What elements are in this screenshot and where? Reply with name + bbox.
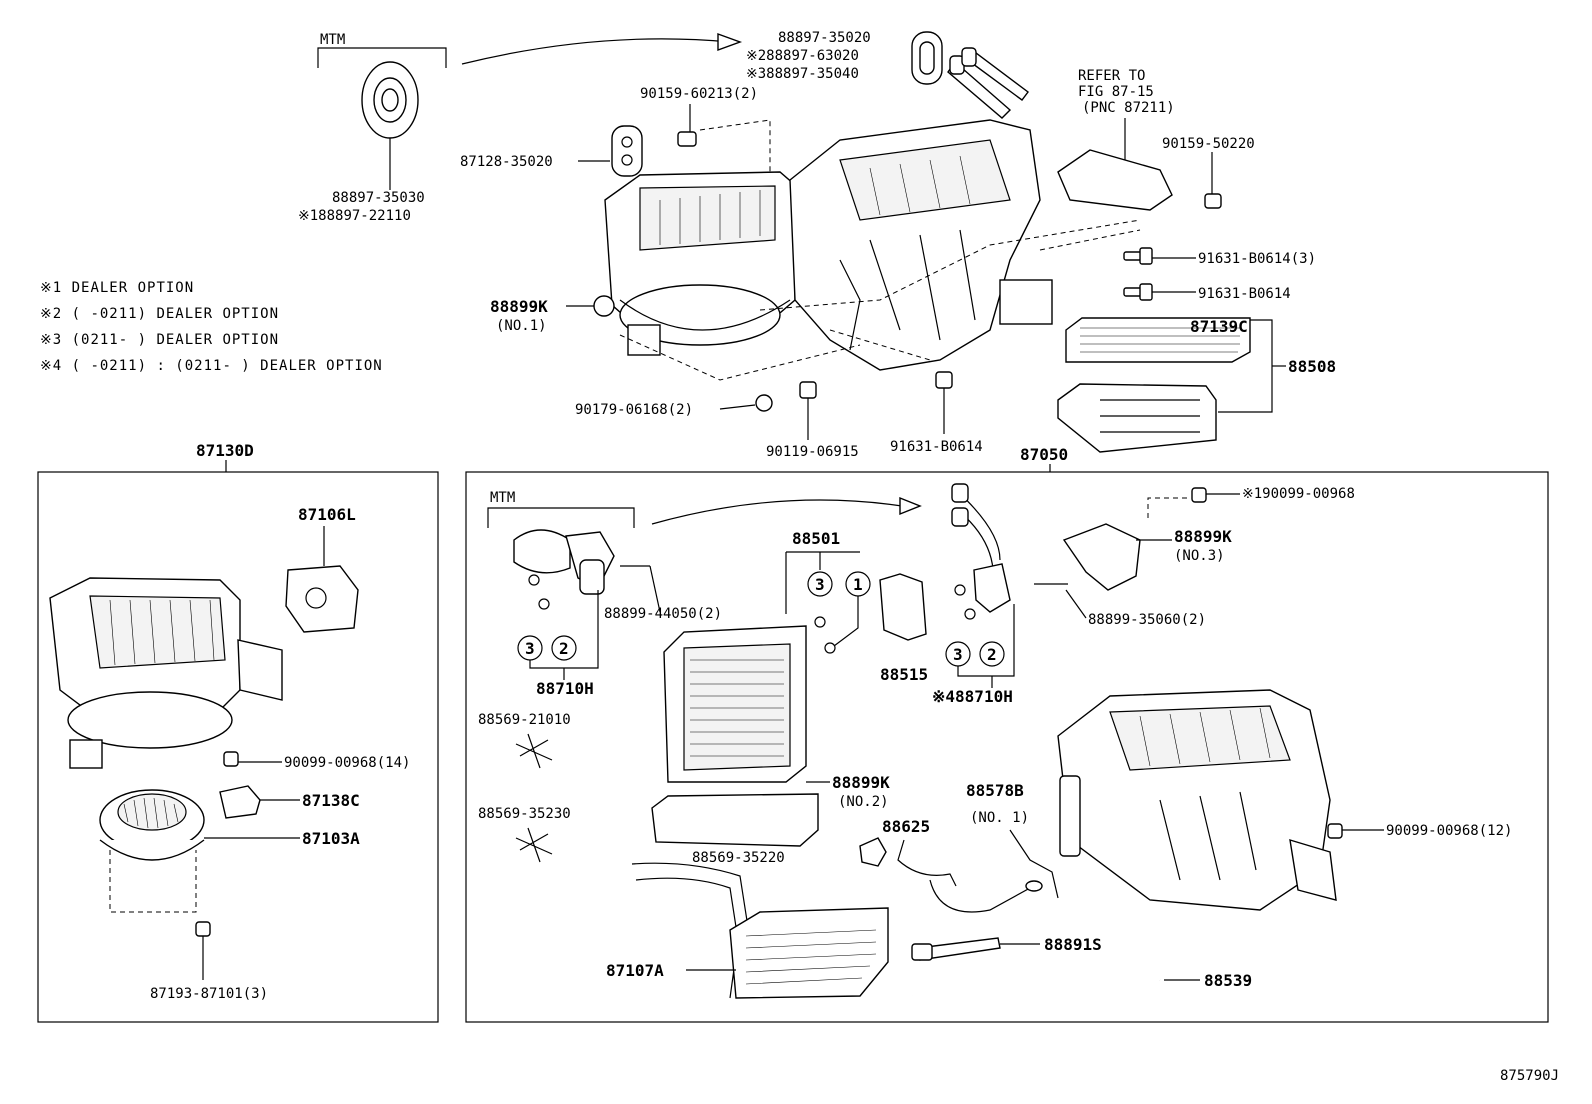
label-screw-b: 91631-B0614 <box>1198 286 1291 302</box>
label-clip-k: 88899K <box>490 297 548 316</box>
label-grommet-1: 88897-35020 <box>778 30 871 46</box>
plug-part: 87128-35020 <box>460 125 643 177</box>
label-screw-a: 91631-B0614(3) <box>1198 251 1316 267</box>
label-thermistor: 88625 <box>882 817 930 836</box>
note-2: ※2 ( -0211) DEALER OPTION <box>40 306 279 322</box>
circle-2-left: 2 <box>559 639 569 658</box>
label-screw-12: 90099-00968(12) <box>1386 823 1512 839</box>
refer-note: REFER TO FIG 87-15 (PNC 87211) <box>1057 68 1175 211</box>
circle-1-mid: 1 <box>853 575 863 594</box>
label-screw-35060: 88899-35060(2) <box>1088 612 1206 628</box>
label-oring-a: 88569-21010 <box>478 712 571 728</box>
circle-3-left: 3 <box>525 639 535 658</box>
label-bolt-b: 90159-50220 <box>1162 136 1255 152</box>
label-clip-k2: 88899K <box>832 773 890 792</box>
note-1: ※1 DEALER OPTION <box>40 280 194 296</box>
label-screw-opt: ※190099-00968 <box>1242 486 1355 502</box>
label-grommet-2: ※288897-63020 <box>746 48 859 64</box>
illustration-id: 875790J <box>1500 1068 1559 1084</box>
blower-unit-box: 87130D 87106L 90099-00968(14) 87138C 871… <box>37 441 439 1023</box>
title-87130D: 87130D <box>196 441 254 460</box>
screw-a: 91631-B0614(3) <box>1123 247 1316 267</box>
clip-k-no1: 88899K (NO.1) <box>490 295 615 334</box>
circle-3-right: 3 <box>953 645 963 664</box>
label-clip-k-no: (NO.1) <box>496 318 547 334</box>
seal-part: 88897-35030 ※188897-22110 <box>298 61 425 224</box>
hvac-assembly-top <box>604 119 1141 381</box>
label-bolt-87193: 87193-87101(3) <box>150 986 268 1002</box>
mtm-label-top: MTM <box>320 32 345 48</box>
label-heater: 87107A <box>606 961 664 980</box>
label-resistor: 87138C <box>302 791 360 810</box>
refer-line-1: REFER TO <box>1078 68 1145 84</box>
label-filter: 87139C <box>1190 317 1248 336</box>
label-filter-set: 88508 <box>1288 357 1336 376</box>
evaporator-unit-box: 87050 MTM 88899-44050(2) 3 2 88710H 8856… <box>465 445 1549 1023</box>
label-servo: 87106L <box>298 505 356 524</box>
label-screw-c: 91631-B0614 <box>890 439 983 455</box>
label-sensor: 88891S <box>1044 935 1102 954</box>
label-bolt-c: 90119-06915 <box>766 444 859 460</box>
label-clip-k3: 88899K <box>1174 527 1232 546</box>
label-seal: 88897-35030 <box>332 190 425 206</box>
title-87050: 87050 <box>1020 445 1068 464</box>
bolt-a: 90159-60213(2) <box>640 86 771 175</box>
screw-b: 91631-B0614 <box>1123 283 1291 302</box>
refer-line-3: (PNC 87211) <box>1082 100 1175 116</box>
label-nut: 90179-06168(2) <box>575 402 693 418</box>
label-seal-option: ※188897-22110 <box>298 208 411 224</box>
label-duct-no: (NO. 1) <box>970 810 1029 826</box>
mtm-label-right: MTM <box>490 490 515 506</box>
grommet-part: 88897-35020 ※288897-63020 ※388897-35040 <box>746 30 943 85</box>
circle-2-right: 2 <box>987 645 997 664</box>
circle-3-mid: 3 <box>815 575 825 594</box>
filter-set: 87139C 88508 <box>1057 317 1336 453</box>
note-3: ※3 (0211- ) DEALER OPTION <box>40 332 279 348</box>
mtm-bracket-top: MTM <box>317 32 743 68</box>
note-4: ※4 ( -0211) : (0211- ) DEALER OPTION <box>40 358 383 374</box>
label-valve-right: ※488710H <box>932 687 1013 706</box>
pipe-fittings-top <box>947 47 1029 119</box>
label-plug: 87128-35020 <box>460 154 553 170</box>
label-hose: 88539 <box>1204 971 1252 990</box>
label-clip-k3-no: (NO.3) <box>1174 548 1225 564</box>
label-valve-left: 88710H <box>536 679 594 698</box>
label-oring-b: 88569-35230 <box>478 806 571 822</box>
fastener-row: 90179-06168(2) 90119-06915 91631-B0614 <box>575 371 983 460</box>
label-duct: 88578B <box>966 781 1024 800</box>
label-clip-k2-no: (NO.2) <box>838 794 889 810</box>
refer-line-2: FIG 87-15 <box>1078 84 1154 100</box>
label-screw-44050: 88899-44050(2) <box>604 606 722 622</box>
label-evap: 88501 <box>792 529 840 548</box>
label-grommet-3: ※388897-35040 <box>746 66 859 82</box>
bolt-b: 90159-50220 <box>1162 136 1255 209</box>
label-sensor-clip: 88569-35220 <box>692 850 785 866</box>
label-motor: 87103A <box>302 829 360 848</box>
label-valve: 88515 <box>880 665 928 684</box>
label-bolt-a: 90159-60213(2) <box>640 86 758 102</box>
label-screw-14: 90099-00968(14) <box>284 755 410 771</box>
dealer-notes: ※1 DEALER OPTION ※2 ( -0211) DEALER OPTI… <box>40 280 383 374</box>
